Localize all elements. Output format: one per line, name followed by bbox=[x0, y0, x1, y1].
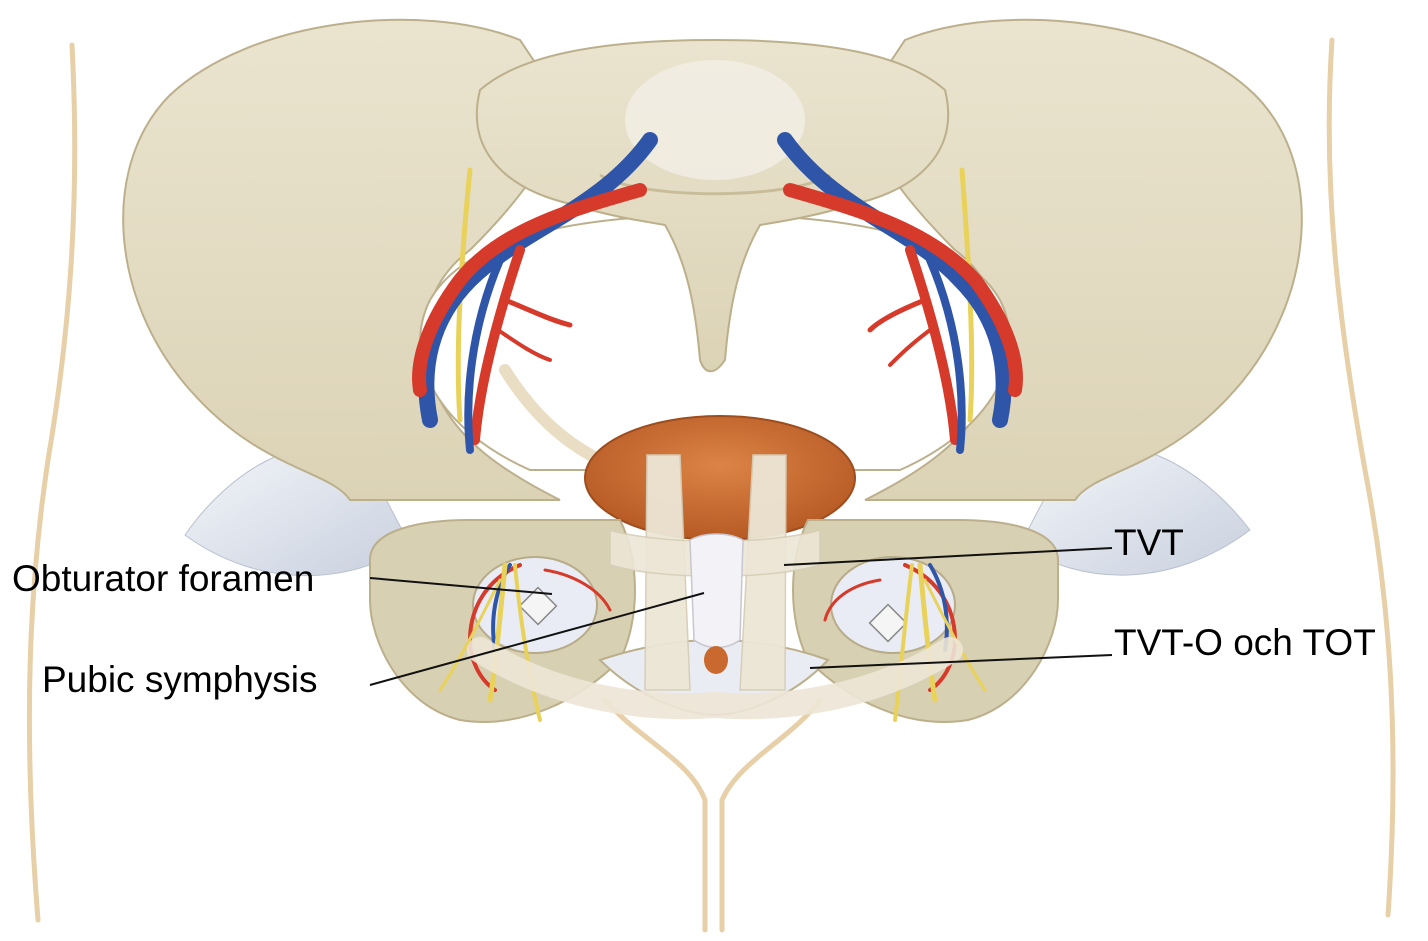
sacral-disc bbox=[625, 60, 805, 180]
body-outline-right bbox=[1329, 40, 1393, 915]
thigh-line-right bbox=[722, 700, 820, 930]
label-tvto-tot: TVT-O och TOT bbox=[1114, 622, 1376, 663]
label-tvt: TVT bbox=[1114, 522, 1184, 563]
label-pubic-symphysis: Pubic symphysis bbox=[42, 659, 318, 700]
urethral-meatus bbox=[704, 646, 728, 674]
label-obturator-foramen: Obturator foramen bbox=[12, 558, 314, 599]
body-outline-left bbox=[29, 45, 74, 920]
pubic-symphysis bbox=[690, 534, 743, 648]
thigh-line-left bbox=[605, 700, 705, 930]
